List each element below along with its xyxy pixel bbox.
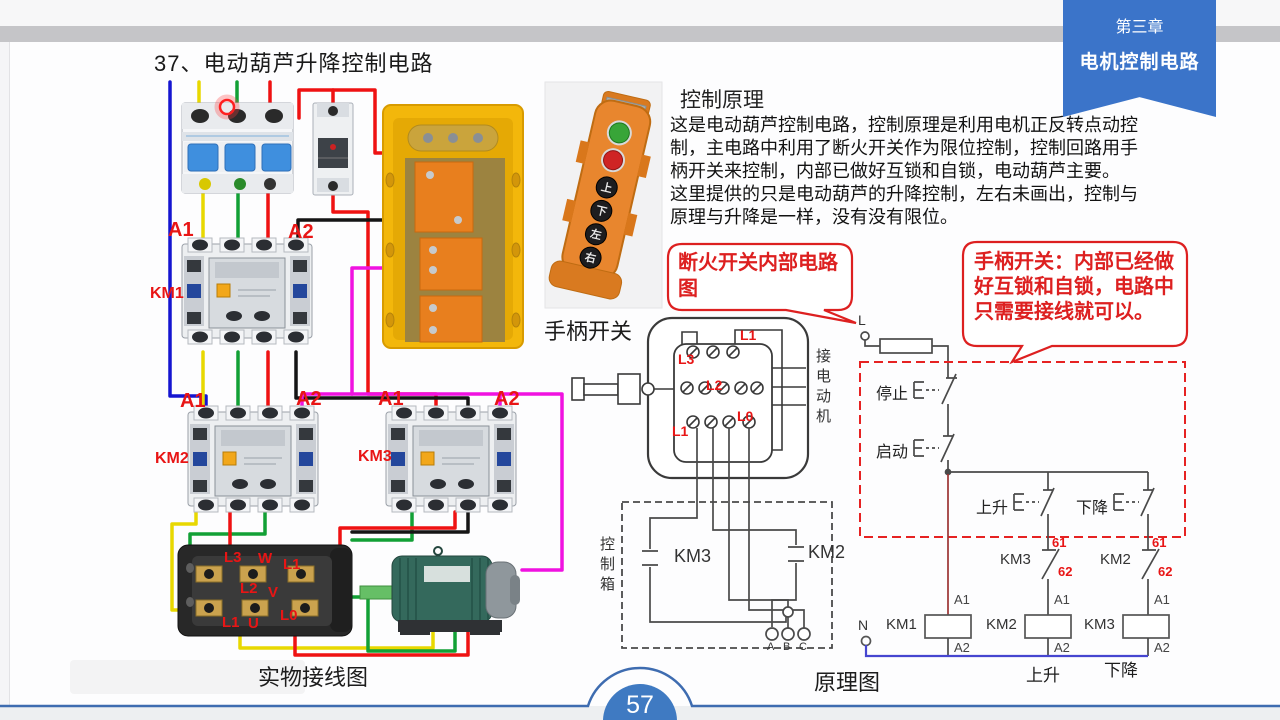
switch-l2-label: L2 — [706, 377, 723, 393]
box-u-label: U — [248, 615, 259, 632]
phase-c-label: C — [799, 641, 807, 653]
contactor-km3 — [385, 405, 517, 513]
km2-62-label: 62 — [1158, 564, 1173, 579]
km3-a1-label: A1 — [378, 388, 404, 410]
footer-accent — [0, 666, 1280, 720]
wiring-caption: 实物接线图 — [258, 665, 369, 690]
connect-motor-label: 接电动机 — [814, 348, 831, 428]
down-caption: 下降 — [1104, 661, 1138, 680]
down-button-label: 下降 — [1076, 500, 1109, 517]
principle-schematic — [859, 331, 1186, 658]
up-button-label: 上升 — [976, 500, 1009, 517]
principle-line-4: 这里提供的只是电动葫芦的升降控制，左右未画出，控制与 — [670, 184, 1138, 204]
coil1-a2-label: A2 — [954, 640, 970, 655]
button-left-label: 左 — [588, 226, 603, 242]
direction-buttons: 上 下 左 右 — [579, 176, 618, 269]
callout-breaker-note: 断火开关内部电路图 — [678, 252, 838, 300]
principle-line-1: 这是电动葫芦控制电路，控制原理是利用电机正反转点动控 — [670, 115, 1138, 135]
pendant-housing-open — [382, 104, 524, 349]
box-l2-label: L2 — [240, 580, 258, 597]
chapter-number: 第三章 — [1115, 19, 1164, 36]
stop-label: 停止 — [876, 386, 909, 403]
interlock-km3-label: KM3 — [1000, 551, 1031, 568]
circuit-breaker — [181, 94, 294, 194]
control-box-schematic — [621, 428, 833, 649]
control-box-label: 控制箱 — [598, 536, 615, 596]
contactor-km2 — [187, 405, 319, 513]
km3-label: KM3 — [358, 448, 392, 465]
neutral-n-label: N — [858, 617, 869, 633]
header-gray-bar — [0, 26, 1280, 42]
box-l0-label: L0 — [280, 607, 298, 624]
km2-a2-label: A2 — [296, 388, 322, 410]
chapter-badge: 第三章 电机控制电路 — [1063, 0, 1216, 117]
page-number-circle — [603, 684, 677, 720]
principle-line-2: 制，主电路中利用了断火开关作为限位控制，控制回路用手 — [670, 138, 1138, 158]
km3-62-label: 62 — [1058, 564, 1073, 579]
box-v-label: V — [268, 584, 279, 601]
ctrlbox-km2-label: KM2 — [808, 542, 846, 562]
page-title: 37、电动葫芦升降控制电路 — [154, 51, 434, 76]
green-start-button-icon — [608, 122, 630, 144]
km2-label: KM2 — [155, 450, 189, 467]
coil-km1-label: KM1 — [886, 616, 917, 633]
wiring-photo-diagram — [168, 80, 564, 657]
line-l-label: L — [858, 312, 866, 328]
box-l1-bottom-label: L1 — [222, 614, 240, 631]
switch-l3-label: L3 — [678, 351, 695, 367]
box-w-label: W — [258, 550, 273, 567]
switch-l1-top-label: L1 — [740, 327, 757, 343]
km3-a2-label: A2 — [494, 388, 520, 410]
coil2-a2-label: A2 — [1054, 640, 1070, 655]
phase-b-label: B — [783, 641, 791, 653]
coil-km3-label: KM3 — [1084, 616, 1115, 633]
motor — [359, 546, 520, 635]
fire-break-switch-schematic — [571, 316, 810, 480]
km1-a2-label: A2 — [288, 221, 314, 243]
aux-breaker — [312, 102, 354, 196]
km3-61-label: 61 — [1052, 535, 1067, 550]
principle-line-3: 柄开关来控制，内部已做好互锁和自锁，电动葫芦主要。 — [670, 161, 1120, 181]
coil2-a1-label: A1 — [1054, 592, 1070, 607]
coil3-a2-label: A2 — [1154, 640, 1170, 655]
chapter-title: 电机控制电路 — [1079, 52, 1200, 73]
button-right-label: 右 — [583, 249, 598, 265]
start-label: 启动 — [876, 444, 909, 461]
km1-a1-label: A1 — [168, 219, 194, 241]
pendant-label: 手柄开关 — [544, 319, 633, 344]
up-caption: 上升 — [1026, 666, 1060, 685]
watermark — [70, 660, 305, 694]
button-down-label: 下 — [594, 204, 608, 219]
box-l1-top-label: L1 — [283, 556, 301, 573]
coil1-a1-label: A1 — [954, 592, 970, 607]
callout-bubbles — [666, 240, 1189, 365]
km2-a1-label: A1 — [180, 390, 206, 412]
phase-a-label: A — [767, 641, 775, 653]
ctrlbox-km3-label: KM3 — [674, 546, 712, 566]
km2-61-label: 61 — [1152, 535, 1167, 550]
schematic-caption: 原理图 — [814, 670, 881, 695]
switch-l1-bottom-label: L1 — [672, 423, 689, 439]
principle-heading: 控制原理 — [680, 89, 764, 112]
principle-line-5: 原理与升降是一样，没有没有限位。 — [670, 207, 958, 227]
callout-pendant-note: 手柄开关：内部已经做好互锁和自锁，电路中只需要接线就可以。 — [974, 251, 1174, 323]
red-stop-button-icon — [603, 150, 624, 171]
coil-km2-label: KM2 — [986, 616, 1017, 633]
switch-l0-label: L0 — [737, 408, 754, 424]
page-number: 57 — [626, 691, 654, 719]
button-up-label: 上 — [600, 179, 614, 195]
interlock-km2-label: KM2 — [1100, 551, 1131, 568]
coil3-a1-label: A1 — [1154, 592, 1170, 607]
motor-terminal-box — [177, 544, 353, 637]
km1-label: KM1 — [150, 285, 184, 302]
contactor-km1 — [181, 237, 313, 345]
pendant-photo: 上 下 左 右 — [544, 81, 663, 309]
phase-marker-glow — [214, 94, 240, 120]
principle-paragraph: 这是电动葫芦控制电路，控制原理是利用电机正反转点动控 制，主电路中利用了断火开关… — [670, 114, 1138, 229]
box-l3-label: L3 — [224, 549, 242, 566]
phase-marker-ring — [218, 98, 236, 116]
